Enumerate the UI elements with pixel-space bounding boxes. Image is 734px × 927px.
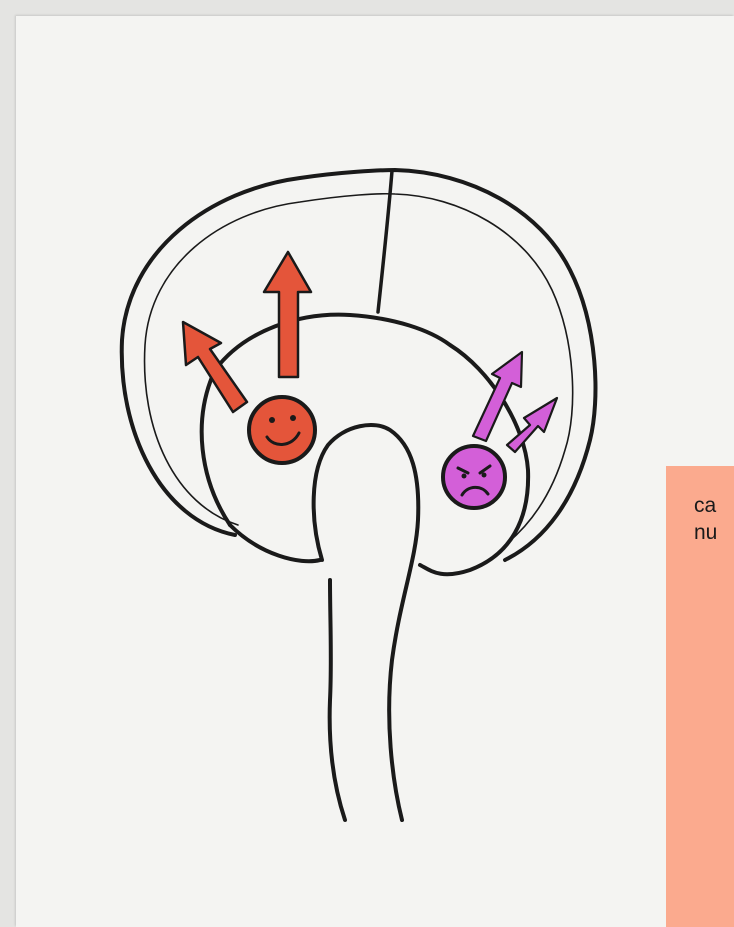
left-diagonal-arrow-icon [183, 322, 247, 412]
frowning-face-icon [443, 446, 505, 508]
smiling-face-icon [249, 397, 315, 463]
note-text: ca nu [694, 492, 734, 546]
right-up-arrow-icon [473, 352, 522, 441]
left-up-arrow-icon [264, 252, 311, 377]
lower-left-curve [230, 525, 320, 561]
note-box: ca nu [666, 466, 734, 927]
longitudinal-fissure [378, 171, 392, 312]
brain-stem-outline [314, 425, 419, 820]
